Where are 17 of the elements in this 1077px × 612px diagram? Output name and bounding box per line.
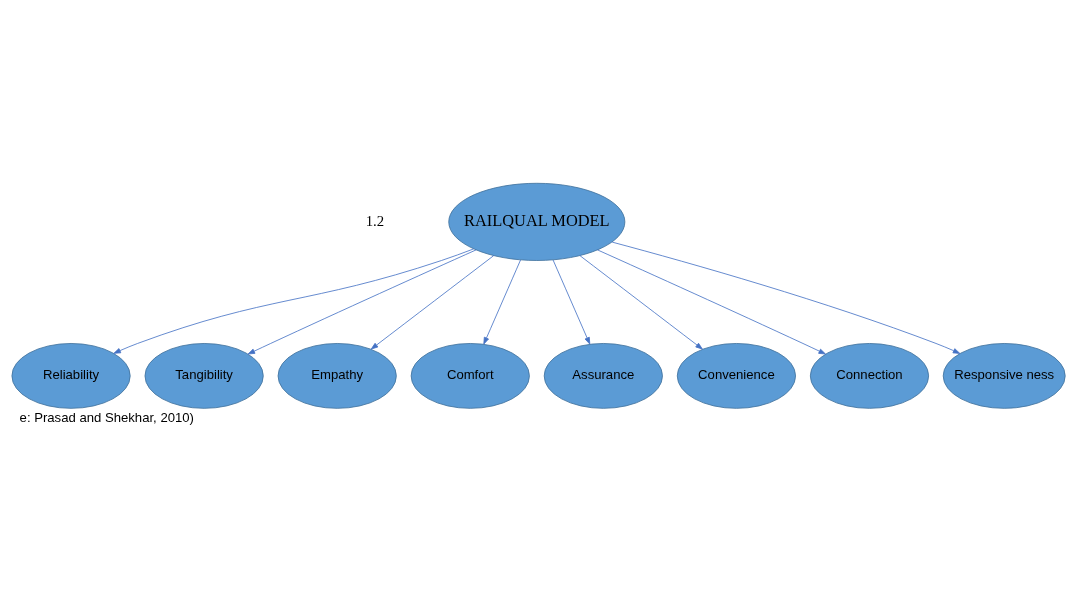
label: 1.2 xyxy=(365,212,385,229)
node-ellipse: Tangibility xyxy=(144,342,264,409)
arrow xyxy=(483,259,521,344)
node-ellipse: Assurance xyxy=(543,342,663,409)
arrow xyxy=(597,248,826,354)
node-ellipse: RAILQUAL MODEL xyxy=(448,182,626,261)
node-ellipse: Comfort xyxy=(410,342,530,409)
node-ellipse: Responsive ness xyxy=(942,342,1066,409)
arrow xyxy=(579,254,703,349)
arrow xyxy=(370,254,495,349)
arrow xyxy=(113,248,475,354)
arrow xyxy=(247,248,477,354)
caption: e: Prasad and Shekhar, 2010) xyxy=(19,409,194,425)
node-ellipse: Connection xyxy=(809,342,930,409)
arrow xyxy=(552,259,591,344)
arrow xyxy=(611,241,961,354)
node-ellipse: Reliability xyxy=(11,342,131,409)
